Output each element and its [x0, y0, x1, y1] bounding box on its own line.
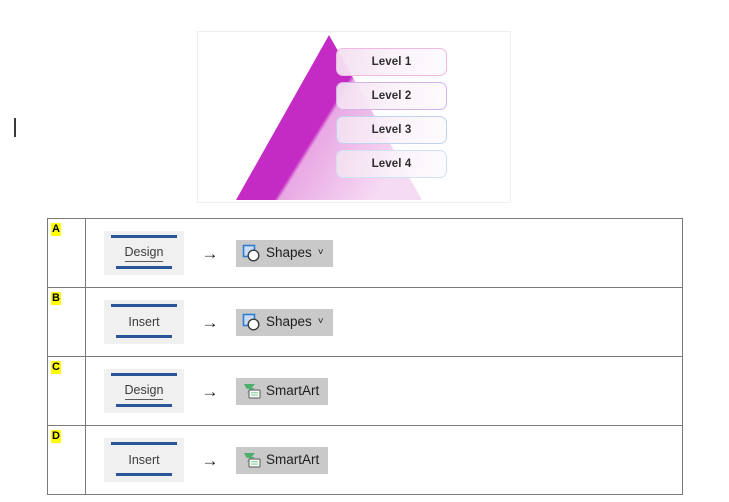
ribbon-command-shapes-a[interactable]: Shapes ˅ [236, 239, 333, 267]
ribbon-command-smartart-c[interactable]: SmartArt [236, 377, 329, 405]
option-letter-cell-c: C [47, 356, 86, 426]
ribbon-tab-insert-b[interactable]: Insert [104, 300, 184, 344]
ribbon-tab-design-a[interactable]: Design [104, 231, 184, 275]
option-letter-cell-a: A [47, 218, 86, 288]
table-row[interactable]: D Insert → [47, 425, 683, 495]
ribbon-tab-label: Insert [128, 452, 160, 467]
pyramid-level-3[interactable]: Level 3 [336, 116, 447, 144]
option-letter-a: A [51, 223, 61, 236]
arrow-right-icon: → [201, 381, 219, 401]
option-answer-cell-a: Design → Shapes ˅ [85, 218, 683, 288]
option-letter-b: B [51, 292, 61, 305]
option-answer-cell-b: Insert → Shapes ˅ [85, 287, 683, 357]
pyramid-level-4-label: Level 4 [371, 158, 412, 170]
ribbon-tab-insert-d[interactable]: Insert [104, 438, 184, 482]
ribbon-tab-top-rule [111, 235, 177, 238]
option-letter-cell-b: B [47, 287, 86, 357]
option-letter-cell-d: D [47, 425, 86, 495]
ribbon-tab-label: Design [124, 383, 164, 400]
answer-options-table: A Design → Shapes [47, 218, 683, 495]
chevron-down-icon[interactable]: ˅ [317, 247, 324, 258]
shapes-icon [242, 313, 260, 331]
option-answer-cell-c: Design → SmartArt [85, 356, 683, 426]
smartart-icon [244, 383, 261, 399]
pyramid-level-3-label: Level 3 [371, 124, 412, 136]
ribbon-tab-design-c[interactable]: Design [104, 369, 184, 413]
ribbon-command-label: Shapes [266, 314, 312, 329]
ribbon-command-shapes-b[interactable]: Shapes ˅ [236, 308, 333, 336]
smartart-diagram[interactable]: Level 1 Level 2 Level 3 Level 4 [197, 31, 511, 203]
smartart-icon [244, 452, 261, 468]
pyramid-level-1-label: Level 1 [371, 56, 412, 68]
ribbon-tab-bottom-rule [116, 335, 172, 338]
ribbon-tab-bottom-rule [116, 473, 172, 476]
ribbon-command-label: SmartArt [266, 452, 320, 467]
ribbon-tab-label: Design [124, 245, 164, 262]
arrow-right-icon: → [201, 312, 219, 332]
ribbon-tab-bottom-rule [116, 266, 172, 269]
text-cursor [14, 118, 16, 137]
option-letter-d: D [51, 430, 61, 443]
ribbon-command-smartart-d[interactable]: SmartArt [236, 446, 329, 474]
ribbon-tab-top-rule [111, 373, 177, 376]
ribbon-tab-top-rule [111, 304, 177, 307]
pyramid-level-1[interactable]: Level 1 [336, 48, 447, 76]
table-row[interactable]: B Insert → Shapes [47, 287, 683, 357]
chevron-down-icon[interactable]: ˅ [317, 316, 324, 327]
pyramid-level-list: Level 1 Level 2 Level 3 Level 4 [336, 47, 510, 202]
shapes-icon [242, 244, 260, 262]
table-row[interactable]: C Design → [47, 356, 683, 426]
ribbon-command-label: SmartArt [266, 383, 320, 398]
option-letter-c: C [51, 361, 61, 374]
arrow-right-icon: → [201, 450, 219, 470]
arrow-right-icon: → [201, 243, 219, 263]
ribbon-tab-top-rule [111, 442, 177, 445]
pyramid-level-4[interactable]: Level 4 [336, 150, 447, 178]
pyramid-level-2[interactable]: Level 2 [336, 82, 447, 110]
ribbon-tab-label: Insert [128, 314, 160, 329]
option-answer-cell-d: Insert → SmartArt [85, 425, 683, 495]
ribbon-tab-bottom-rule [116, 404, 172, 407]
table-row[interactable]: A Design → Shapes [47, 218, 683, 288]
ribbon-command-label: Shapes [266, 245, 312, 260]
pyramid-level-2-label: Level 2 [371, 90, 412, 102]
